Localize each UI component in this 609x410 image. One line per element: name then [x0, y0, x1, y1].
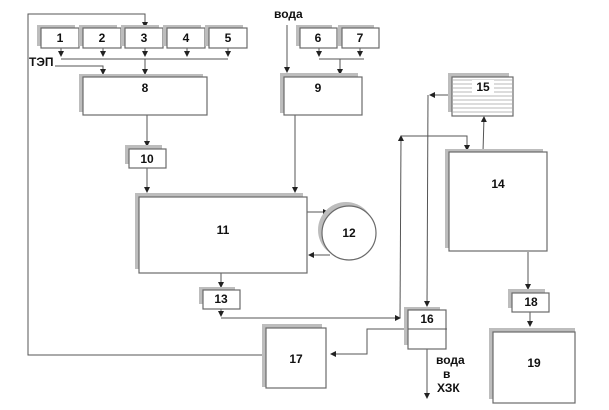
connectors — [27, 13, 533, 399]
block-1-label: 1 — [57, 31, 64, 45]
block-14-label: 14 — [491, 177, 505, 191]
block-6[interactable]: 6 — [296, 25, 338, 49]
block-4-label: 4 — [183, 31, 190, 45]
block-18-label: 18 — [524, 295, 538, 309]
block-13-label: 13 — [214, 292, 228, 306]
block-7[interactable]: 7 — [338, 25, 380, 49]
block-9-label: 9 — [315, 81, 322, 95]
block-13[interactable]: 13 — [199, 287, 241, 310]
block-5-label: 5 — [225, 31, 232, 45]
block-1[interactable]: 1 — [37, 25, 80, 49]
block-10-label: 10 — [140, 152, 154, 166]
water-out-label-line3: ХЗК — [437, 381, 460, 395]
block-2[interactable]: 2 — [79, 25, 122, 49]
block-10[interactable]: 10 — [125, 145, 167, 169]
block-15-label: 15 — [476, 80, 490, 94]
block-18[interactable]: 18 — [508, 289, 550, 313]
water-in-label: вода — [274, 7, 303, 21]
block-9[interactable]: 9 — [280, 73, 363, 116]
connector-15-to-16 — [424, 94, 431, 307]
block-12[interactable]: 12 — [318, 202, 377, 261]
block-16[interactable]: 16 — [404, 307, 447, 350]
block-8-label: 8 — [142, 81, 149, 95]
water-out-label-line1: вода — [436, 353, 465, 367]
block-14[interactable]: 14 — [445, 149, 548, 252]
block-12-label: 12 — [342, 226, 356, 240]
connector-return-loop — [27, 13, 265, 356]
block-4[interactable]: 4 — [163, 25, 206, 49]
block-6-label: 6 — [315, 31, 322, 45]
block-19[interactable]: 19 — [489, 328, 576, 404]
block-11-label: 11 — [217, 223, 230, 237]
block-17[interactable]: 17 — [262, 324, 327, 389]
block-3[interactable]: 3 — [121, 25, 164, 49]
block-5[interactable]: 5 — [205, 25, 248, 49]
block-3-label: 3 — [141, 31, 148, 45]
block-19-label: 19 — [527, 356, 541, 370]
connector-tep-to-8 — [55, 65, 106, 75]
connector-14-to-15 — [480, 116, 487, 153]
block-11[interactable]: 11 — [135, 193, 308, 274]
tep-label: ТЭП — [29, 55, 54, 69]
water-out-label-line2: в — [443, 367, 450, 381]
block-15[interactable]: 15 — [448, 73, 514, 117]
connector-top-to-14 — [401, 135, 470, 151]
connector-to-14 — [397, 135, 404, 319]
block-7-label: 7 — [357, 31, 364, 45]
block-16-label: 16 — [420, 312, 434, 326]
block-17-label: 17 — [289, 352, 303, 366]
block-2-label: 2 — [99, 31, 106, 45]
block-8[interactable]: 8 — [79, 74, 208, 116]
